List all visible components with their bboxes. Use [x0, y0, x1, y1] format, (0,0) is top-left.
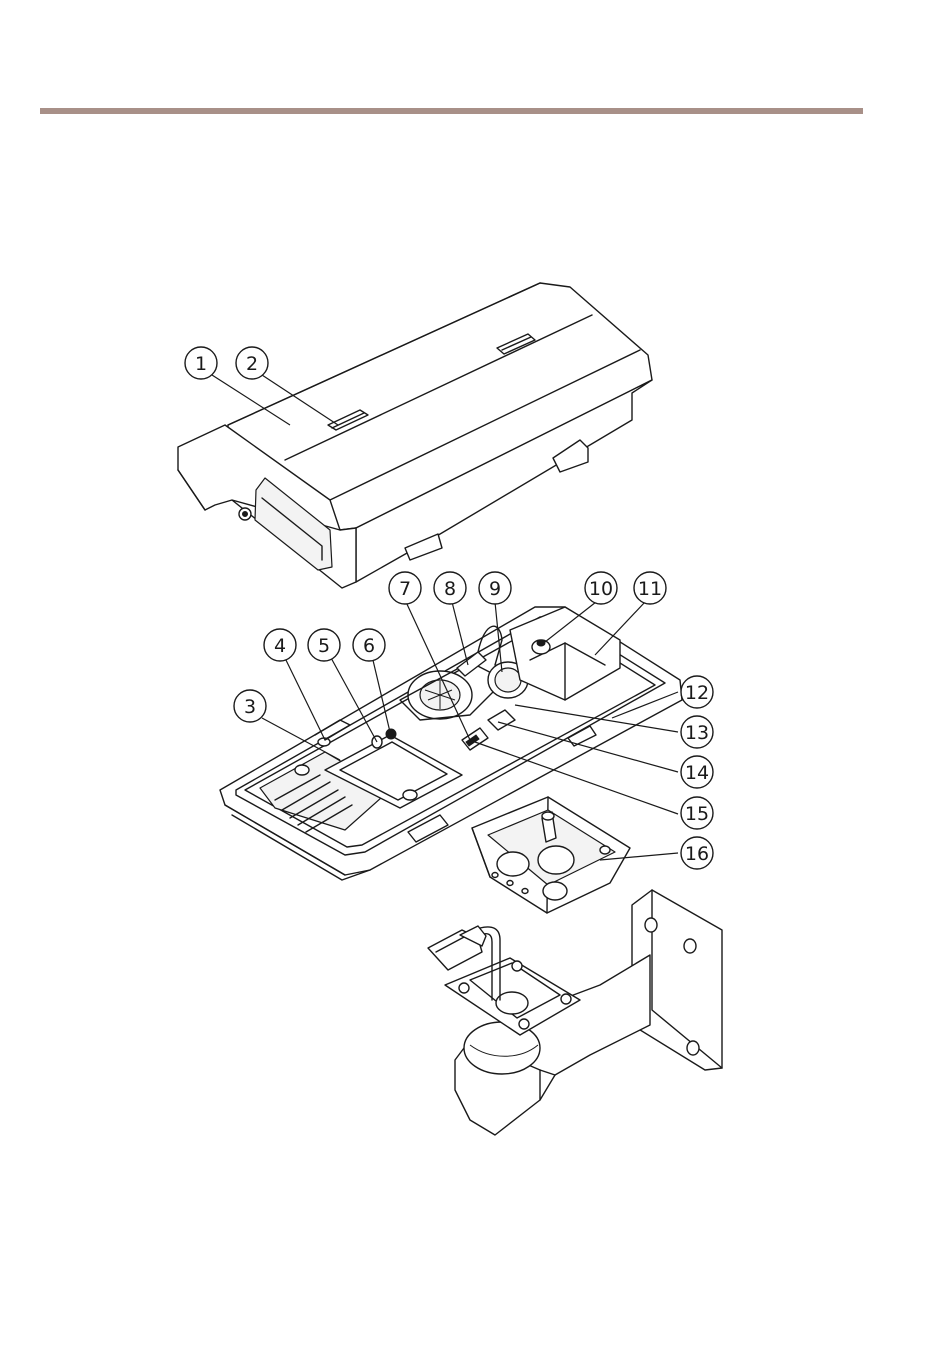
callout-6-label: 6: [363, 635, 375, 657]
callout-15: 15: [681, 797, 713, 829]
callout-15-label: 15: [685, 803, 709, 825]
wall-bracket: [428, 890, 722, 1135]
callout-3: 3: [234, 690, 266, 722]
callout-14-label: 14: [685, 762, 709, 784]
callout-2-label: 2: [246, 353, 258, 375]
housing-top-cover: [178, 283, 652, 588]
callout-13: 13: [681, 716, 713, 748]
callout-5-label: 5: [318, 635, 330, 657]
callout-11: 11: [634, 572, 666, 604]
callout-4-label: 4: [274, 635, 286, 657]
callout-1: 1: [185, 347, 217, 379]
callout-16: 16: [681, 837, 713, 869]
callout-3-label: 3: [244, 696, 256, 718]
callout-16-label: 16: [685, 843, 709, 865]
callout-9: 9: [479, 572, 511, 604]
callout-10: 10: [585, 572, 617, 604]
callout-11-label: 11: [638, 578, 662, 600]
callout-12-label: 12: [685, 682, 709, 704]
callout-4: 4: [264, 629, 296, 661]
callout-9-label: 9: [489, 578, 501, 600]
callout-8-label: 8: [444, 578, 456, 600]
callout-12: 12: [681, 676, 713, 708]
conduit-adapter: [472, 797, 630, 913]
callout-2: 2: [236, 347, 268, 379]
callout-5: 5: [308, 629, 340, 661]
callout-10-label: 10: [589, 578, 613, 600]
callout-6: 6: [353, 629, 385, 661]
callout-8: 8: [434, 572, 466, 604]
callout-7: 7: [389, 572, 421, 604]
callout-14: 14: [681, 756, 713, 788]
callout-13-label: 13: [685, 722, 709, 744]
callout-7-label: 7: [399, 578, 411, 600]
callout-1-label: 1: [195, 353, 207, 375]
